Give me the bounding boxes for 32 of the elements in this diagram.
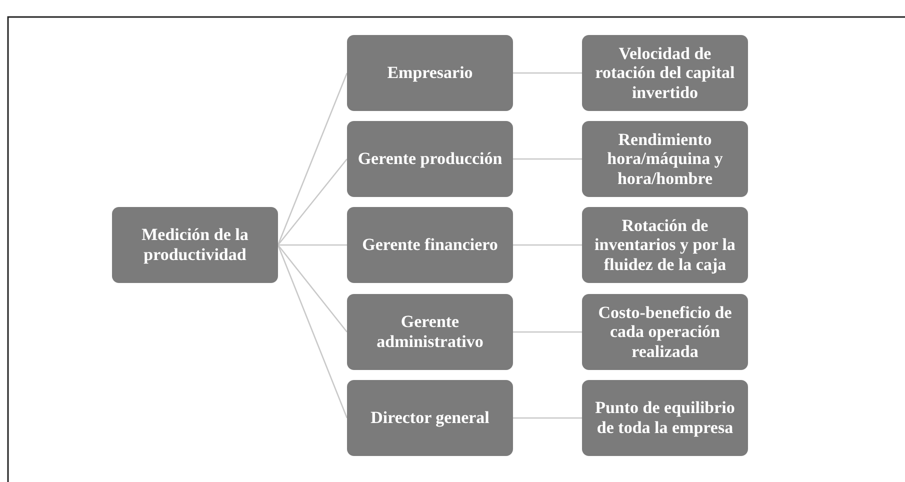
box-label: Medición de la productividad [140, 225, 250, 265]
connector-line [278, 158, 348, 246]
box-label: Rotación de inventarios y por la fluidez de la caja [594, 216, 736, 274]
box-label: Director general [370, 408, 490, 428]
role-box [347, 207, 513, 283]
box-label: Gerente producción [358, 149, 502, 169]
box-label: Punto de equilibrio de toda la empresa [594, 398, 736, 438]
measure-box [582, 380, 748, 456]
measure-box [582, 121, 748, 197]
connector-line [513, 331, 582, 333]
box-label: Velocidad de rotación del capital invertido [594, 44, 736, 102]
box-label: Gerente financiero [362, 235, 498, 255]
root-box [112, 207, 278, 283]
connector-line [513, 158, 582, 160]
connector-line [513, 244, 582, 246]
measure-box [582, 294, 748, 370]
connector-line [277, 244, 348, 418]
box-label: Costo-beneficio de cada operación realizada [597, 302, 733, 362]
connector-line [277, 72, 348, 246]
box-label: Empresario [387, 63, 473, 83]
role-box [347, 380, 513, 456]
connector-line [513, 417, 582, 419]
box-label: Gerente administrativo [376, 312, 484, 352]
box-label: Rendimiento hora/máquina y hora/hombre [606, 130, 724, 188]
measure-box [582, 35, 748, 111]
connector-line [278, 244, 347, 246]
measure-box [582, 207, 748, 283]
role-box [347, 294, 513, 370]
connector-line [513, 72, 582, 74]
role-box [347, 121, 513, 197]
role-box [347, 35, 513, 111]
connector-line [278, 244, 348, 332]
